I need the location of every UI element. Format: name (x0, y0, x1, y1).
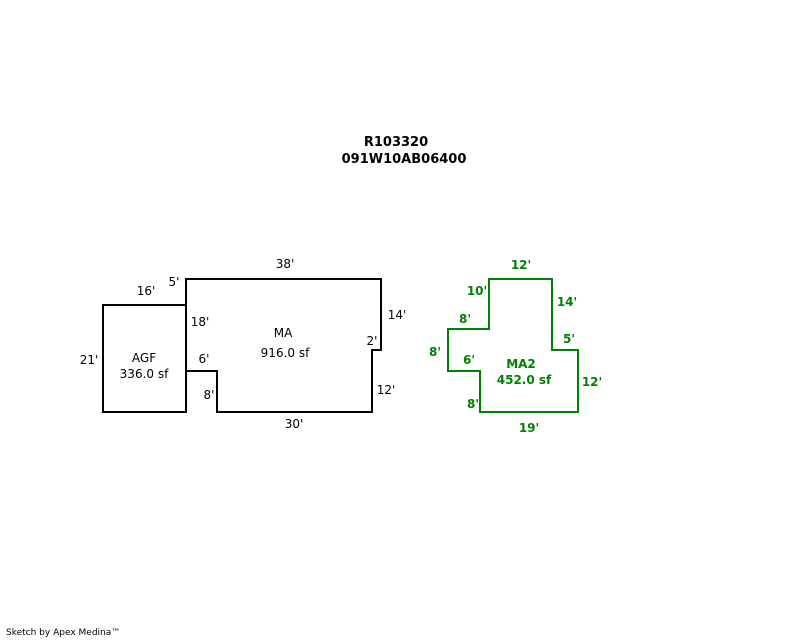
parcel-number: 091W10AB06400 (342, 152, 467, 167)
ma-label: MA (274, 326, 293, 340)
ma2-dim-inner-horizontal: 8' (459, 312, 471, 326)
ma-dim-right-top: 14' (388, 308, 407, 322)
ma2-dim-left: 8' (429, 345, 441, 359)
ma2-dim-upper-left: 10' (467, 284, 487, 298)
agf-outline (102, 304, 187, 413)
ma2-dim-bottom: 19' (519, 421, 539, 435)
agf-dim-left: 21' (80, 353, 99, 367)
ma-dim-bottom: 30' (285, 417, 304, 431)
agf-area-value: 336.0 sf (120, 367, 169, 381)
ma-dim-right-bottom: 12' (377, 383, 396, 397)
ma-area: MA 916.0 sf 38' 5' 14' 2' 12' 30' 18' 6'… (169, 257, 407, 431)
ma-dim-inner-horizontal: 6' (199, 352, 210, 366)
ma2-area: MA2 452.0 sf 12' 10' 14' 5' 12' 19' 8' 8… (429, 258, 602, 435)
ma-dim-lower-left: 8' (204, 388, 215, 402)
sketch-credit: Sketch by Apex Medina™ (6, 628, 121, 638)
ma2-dim-notch: 6' (463, 353, 475, 367)
ma-dim-left-step: 5' (169, 275, 180, 289)
ma2-dim-step: 5' (563, 332, 575, 346)
agf-dim-top: 16' (137, 284, 156, 298)
ma2-label: MA2 (506, 357, 536, 371)
ma-area-value: 916.0 sf (261, 346, 310, 360)
ma2-area-value: 452.0 sf (497, 373, 552, 387)
ma2-dim-right-top: 14' (557, 295, 577, 309)
ma-dim-top: 38' (276, 257, 295, 271)
agf-area: AGF 336.0 sf 16' 21' (80, 284, 187, 413)
parcel-id: R103320 (364, 135, 428, 150)
parcel-header: R103320 091W10AB06400 (342, 135, 467, 167)
ma2-dim-right-bottom: 12' (582, 375, 602, 389)
ma2-outline (447, 278, 579, 413)
ma2-dim-top: 12' (511, 258, 531, 272)
agf-label: AGF (132, 351, 156, 365)
ma-dim-notch: 2' (367, 334, 378, 348)
ma-dim-inner-vertical: 18' (191, 315, 210, 329)
ma-outline (185, 278, 382, 413)
ma2-dim-lower-left: 8' (467, 397, 479, 411)
